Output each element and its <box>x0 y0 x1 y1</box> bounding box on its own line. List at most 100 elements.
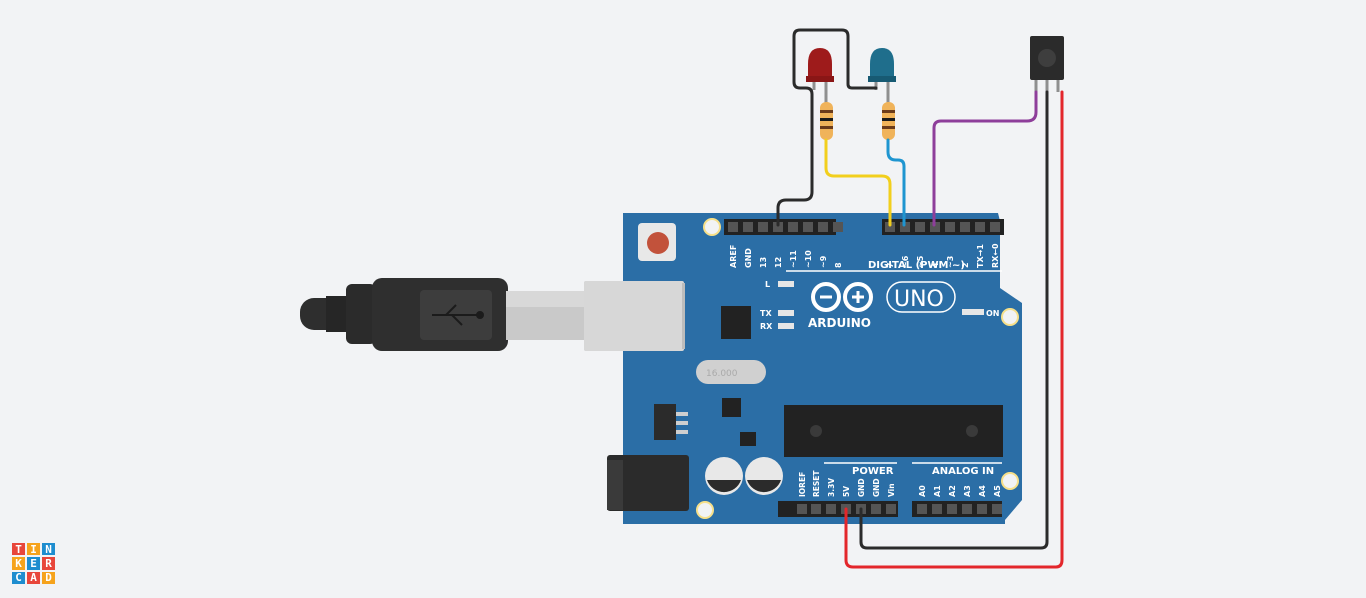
digital-pin-label: 12 <box>774 257 783 268</box>
digital-pin-hole[interactable] <box>930 222 940 232</box>
logo-letter: D <box>42 571 55 584</box>
digital-pin-hole[interactable] <box>743 222 753 232</box>
digital-pin-label: TX→1 <box>976 244 985 268</box>
digital-pin-hole[interactable] <box>960 222 970 232</box>
rx-led-label: RX <box>760 322 773 331</box>
digital-pin-hole[interactable] <box>818 222 828 232</box>
digital-pin-label: AREF <box>729 245 738 268</box>
rx-led <box>778 323 794 329</box>
crystal <box>696 360 766 384</box>
power-pin-label: RESET <box>812 470 821 497</box>
power-pin-label: IOREF <box>798 472 807 497</box>
wire-red-5v[interactable] <box>844 90 1064 569</box>
digital-pin-hole[interactable] <box>773 222 783 232</box>
digital-pin-hole[interactable] <box>728 222 738 232</box>
digital-pin-label: 2 <box>961 262 970 268</box>
digital-pin-hole[interactable] <box>833 222 843 232</box>
reset-button[interactable] <box>638 223 676 261</box>
digital-pin-label: 4 <box>931 262 940 268</box>
analog-pin-label: A3 <box>963 485 972 497</box>
analog-pin-label: A5 <box>993 485 1002 497</box>
red-led[interactable] <box>806 48 834 82</box>
usb-icon <box>432 304 484 326</box>
digital-pin-label: ~9 <box>819 255 828 268</box>
on-led <box>962 309 984 315</box>
digital-header-label: DIGITAL (PWM ~) <box>868 260 965 271</box>
digital-pin-label: ~11 <box>789 250 798 268</box>
uno-label: UNO <box>894 287 944 312</box>
logo-letter: R <box>42 557 55 570</box>
wire-black-ir-gnd[interactable] <box>859 90 1049 550</box>
digital-pin-label: 7 <box>886 262 895 268</box>
power-pin-label: 3.3V <box>827 478 836 497</box>
l-led-label: L <box>765 280 770 289</box>
digital-pin-label: ~10 <box>804 250 813 268</box>
wire-black-gnd[interactable] <box>776 28 878 227</box>
logo-letter: E <box>27 557 40 570</box>
usb-cable[interactable] <box>300 278 586 351</box>
logo-letter: N <box>42 543 55 556</box>
digital-pin-hole[interactable] <box>915 222 925 232</box>
tx-led-label: TX <box>760 309 772 318</box>
ir-receiver[interactable] <box>1030 36 1064 92</box>
analog-pin-label: A1 <box>933 485 942 497</box>
digital-pin-label: GND <box>744 248 753 268</box>
resistor[interactable] <box>820 102 833 140</box>
digital-pin-hole[interactable] <box>945 222 955 232</box>
wire-blue[interactable] <box>886 138 906 227</box>
mounting-hole <box>696 501 714 519</box>
arduino-wordmark: ARDUINO <box>808 316 871 330</box>
usb-chip <box>721 306 751 339</box>
digital-pin-hole[interactable] <box>885 222 895 232</box>
mounting-hole <box>1001 472 1019 490</box>
power-pin-hole[interactable] <box>797 504 807 514</box>
power-header <box>778 501 898 517</box>
digital-pin-hole[interactable] <box>975 222 985 232</box>
digital-pin-hole[interactable] <box>788 222 798 232</box>
power-pin-hole[interactable] <box>826 504 836 514</box>
analog-pin-hole[interactable] <box>947 504 957 514</box>
sot-chip <box>740 432 756 446</box>
power-pin-label: Vin <box>887 483 896 497</box>
digital-pin-hole[interactable] <box>900 222 910 232</box>
mounting-hole <box>1001 308 1019 326</box>
analog-pin-holes[interactable] <box>917 504 1002 514</box>
digital-pin-hole[interactable] <box>990 222 1000 232</box>
resistor[interactable] <box>882 102 895 140</box>
power-pin-label: 5V <box>842 486 851 497</box>
uno-badge <box>886 281 956 313</box>
small-chip <box>722 398 741 417</box>
on-led-label: ON <box>986 309 1000 318</box>
digital-pin-hole[interactable] <box>758 222 768 232</box>
analog-pin-hole[interactable] <box>932 504 942 514</box>
logo-letter: I <box>27 543 40 556</box>
analog-pin-hole[interactable] <box>992 504 1002 514</box>
digital-pin-holes[interactable] <box>728 222 1000 232</box>
analog-pin-label: A0 <box>918 485 927 497</box>
digital-pin-label: RX←0 <box>991 243 1000 268</box>
capacitor <box>705 457 783 495</box>
analog-pin-hole[interactable] <box>977 504 987 514</box>
analog-pin-hole[interactable] <box>962 504 972 514</box>
blue-led[interactable] <box>868 48 896 82</box>
logo-letter: C <box>12 571 25 584</box>
power-pin-hole[interactable] <box>871 504 881 514</box>
logo-letter: A <box>27 571 40 584</box>
tx-led <box>778 310 794 316</box>
wire-yellow[interactable] <box>824 138 892 227</box>
power-pin-hole[interactable] <box>886 504 896 514</box>
power-jack[interactable] <box>607 455 689 511</box>
digital-pin-hole[interactable] <box>803 222 813 232</box>
voltage-regulator <box>654 404 688 440</box>
crystal-label: 16.000 <box>706 369 738 379</box>
digital-pin-label: ~6 <box>901 255 910 268</box>
power-pin-hole[interactable] <box>811 504 821 514</box>
arduino-logo-icon <box>811 282 873 312</box>
wire-purple[interactable] <box>932 90 1038 227</box>
analog-pin-hole[interactable] <box>917 504 927 514</box>
